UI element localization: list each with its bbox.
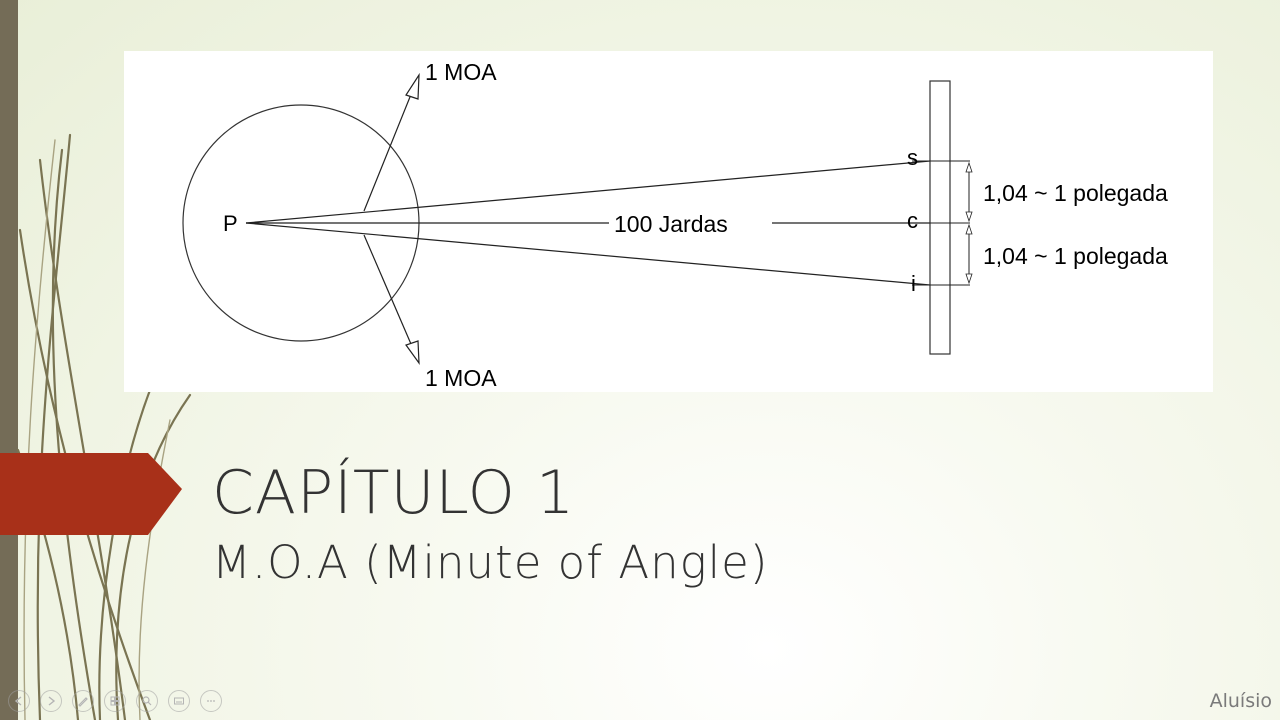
slides-grid-icon	[110, 696, 120, 706]
slides-grid-button[interactable]	[104, 690, 126, 712]
dimension-lower-label: 1,04 ~ 1 polegada	[983, 243, 1168, 269]
origin-label-p: P	[223, 211, 238, 236]
accent-arrow-tab	[0, 453, 182, 535]
point-i-label: i	[911, 271, 916, 296]
more-options-button[interactable]	[200, 690, 222, 712]
next-icon	[48, 696, 56, 706]
moa-diagram: 1 MOA 1 MOA P 100 Jardas s c i 1,04 ~ 1 …	[124, 51, 1213, 392]
more-options-icon	[207, 700, 215, 702]
dim-arrow-4	[965, 273, 973, 285]
previous-button[interactable]	[8, 690, 30, 712]
subtitles-button[interactable]	[168, 690, 190, 712]
slide-subtitle: M.O.A (Minute of Angle)	[212, 536, 769, 589]
moa-diagram-svg: 1 MOA 1 MOA P 100 Jardas s c i 1,04 ~ 1 …	[182, 59, 1168, 391]
previous-icon	[14, 696, 22, 706]
distance-label: 100 Jardas	[614, 211, 728, 237]
moa-arrow-top	[363, 86, 415, 212]
moa-arrowhead-bottom	[405, 340, 420, 365]
pen-icon	[78, 697, 88, 707]
zoom-icon	[142, 696, 152, 706]
title-block: CAPÍTULO 1 M.O.A (Minute of Angle)	[212, 455, 768, 591]
dim-arrow-1	[965, 161, 973, 173]
point-s-label: s	[907, 145, 918, 170]
subtitles-icon	[174, 697, 184, 705]
target-board	[929, 80, 951, 355]
slide-title: CAPÍTULO 1	[212, 458, 576, 528]
author-footer: Aluísio	[1209, 690, 1272, 712]
left-decorative-bar	[0, 0, 18, 720]
next-button[interactable]	[40, 690, 62, 712]
ray-to-i	[245, 222, 931, 286]
ray-to-s	[245, 160, 931, 224]
dim-arrow-2	[965, 211, 973, 223]
pen-button[interactable]	[72, 690, 94, 712]
slideshow-controls	[8, 690, 222, 712]
dimension-upper-label: 1,04 ~ 1 polegada	[983, 180, 1168, 206]
moa-arrowhead-top	[405, 72, 420, 100]
moa-label-bottom: 1 MOA	[425, 365, 497, 391]
zoom-button[interactable]	[136, 690, 158, 712]
dim-arrow-3	[965, 223, 973, 235]
point-c-label: c	[907, 208, 918, 233]
moa-arrow-bottom	[363, 234, 415, 352]
moa-label-top: 1 MOA	[425, 59, 497, 85]
